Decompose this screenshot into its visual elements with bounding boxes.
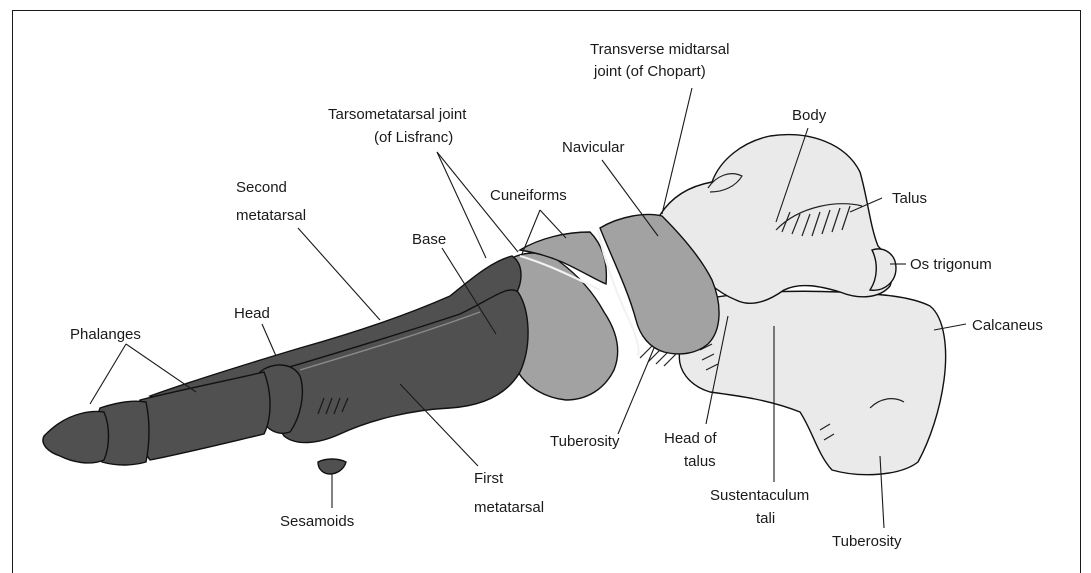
label-talus: Talus [892,190,927,207]
label-tuberosity-calcaneus: Tuberosity [832,533,902,550]
label-first-metatarsal-1: First [474,470,504,487]
label-body: Body [792,107,827,124]
label-navicular: Navicular [562,139,625,156]
label-second-metatarsal-2: metatarsal [236,207,306,224]
label-sustentaculum-1: Sustentaculum [710,487,809,504]
label-tarsometatarsal-2: (of Lisfranc) [374,129,453,146]
label-head-of-talus-2: talus [684,453,716,470]
label-head: Head [234,305,270,322]
distal-phalanx-bone [43,412,109,463]
label-transverse-midtarsal-2: joint (of Chopart) [593,63,706,80]
label-first-metatarsal-2: metatarsal [474,499,544,516]
label-second-metatarsal-1: Second [236,179,287,196]
label-cuneiforms: Cuneiforms [490,187,567,204]
label-tuberosity-navicular: Tuberosity [550,433,620,450]
label-head-of-talus-1: Head of [664,430,717,447]
label-phalanges: Phalanges [70,326,141,343]
proximal-phalanx-bone [137,372,270,460]
label-base: Base [412,231,446,248]
label-calcaneus: Calcaneus [972,317,1043,334]
sesamoid-bone [318,459,346,474]
label-os-trigonum: Os trigonum [910,256,992,273]
label-transverse-midtarsal-1: Transverse midtarsal [590,41,729,58]
label-sesamoids: Sesamoids [280,513,354,530]
label-tarsometatarsal-1: Tarsometatarsal joint [328,106,467,123]
label-sustentaculum-2: tali [756,510,775,527]
